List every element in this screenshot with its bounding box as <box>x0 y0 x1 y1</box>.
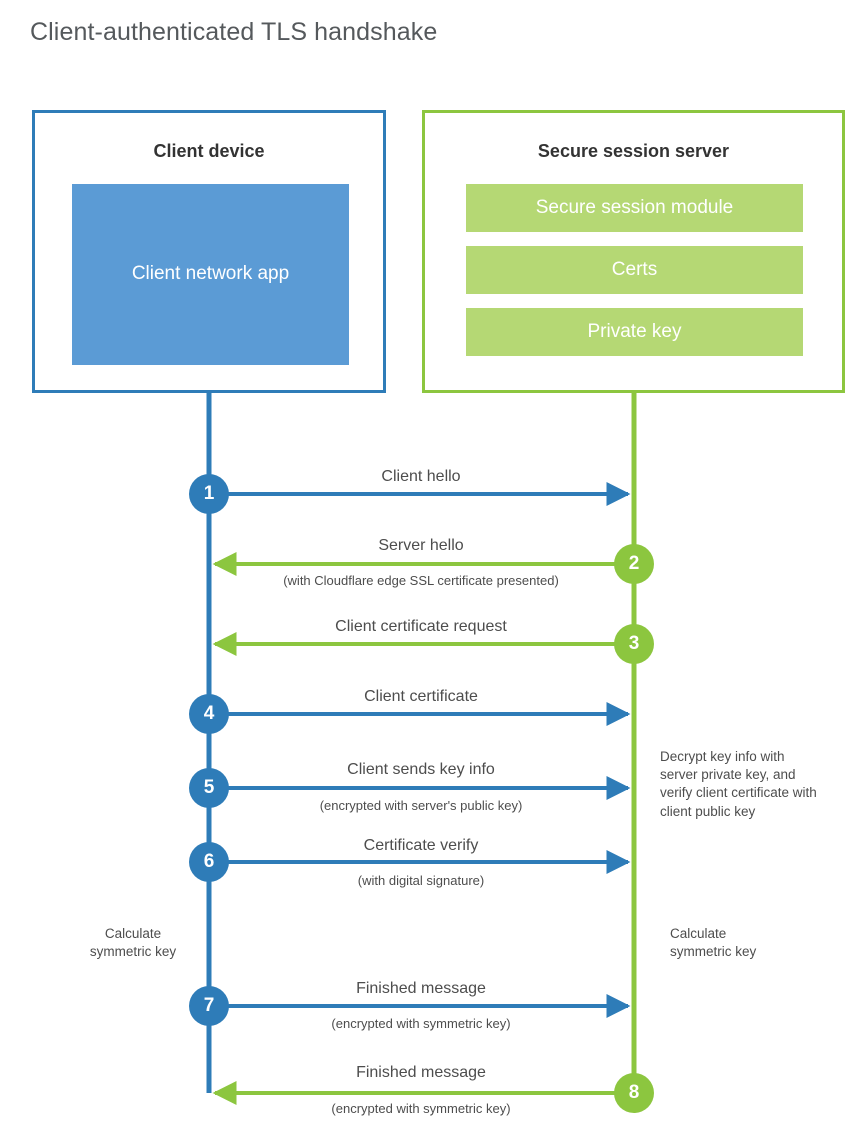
client-network-app-tile: Client network app <box>72 184 349 365</box>
certs-tile: Certs <box>466 246 803 294</box>
message-label-2-primary: Server hello <box>378 537 464 554</box>
page-title: Client-authenticated TLS handshake <box>30 18 438 46</box>
private-key-tile: Private key <box>466 308 803 356</box>
message-label-5-secondary: (encrypted with server's public key) <box>319 798 523 813</box>
client-device-box: Client device Client network app <box>32 110 386 393</box>
message-label-1-primary: Client hello <box>381 468 461 485</box>
step-circle-4: 4 <box>189 694 229 734</box>
secure-session-module-label: Secure session module <box>535 197 734 218</box>
step-circle-3: 3 <box>614 624 654 664</box>
private-key-label: Private key <box>587 321 682 342</box>
message-label-7-secondary: (encrypted with symmetric key) <box>331 1016 511 1031</box>
message-label-2-secondary: (with Cloudflare edge SSL certificate pr… <box>283 573 559 588</box>
message-label-8-secondary: (encrypted with symmetric key) <box>331 1101 511 1116</box>
secure-session-server-title: Secure session server <box>537 141 730 161</box>
step-circle-2: 2 <box>614 544 654 584</box>
step-circle-6: 6 <box>189 842 229 882</box>
message-label-3-primary: Client certificate request <box>335 618 507 635</box>
step-circle-8: 8 <box>614 1073 654 1113</box>
certs-label: Certs <box>611 259 658 280</box>
secure-session-module-tile: Secure session module <box>466 184 803 232</box>
client-network-app-label: Client network app <box>131 263 290 285</box>
secure-session-server-box: Secure session server Secure session mod… <box>422 110 845 393</box>
step-circle-5: 5 <box>189 768 229 808</box>
message-label-8-primary: Finished message <box>356 1064 486 1081</box>
message-label-4-primary: Client certificate <box>364 688 478 705</box>
note-server-calculate-symmetric-key: Calculate symmetric key <box>670 926 757 960</box>
message-label-7-primary: Finished message <box>356 980 486 997</box>
note-client-calculate-symmetric-key: Calculate symmetric key <box>89 926 177 960</box>
message-label-6-secondary: (with digital signature) <box>357 873 485 888</box>
note-server-decrypt: Decrypt key info with server private key… <box>660 749 817 819</box>
client-device-title: Client device <box>153 141 265 161</box>
step-circle-1: 1 <box>189 474 229 514</box>
step-circle-7: 7 <box>189 986 229 1026</box>
message-label-6-primary: Certificate verify <box>363 837 479 854</box>
message-label-5-primary: Client sends key info <box>347 761 495 778</box>
